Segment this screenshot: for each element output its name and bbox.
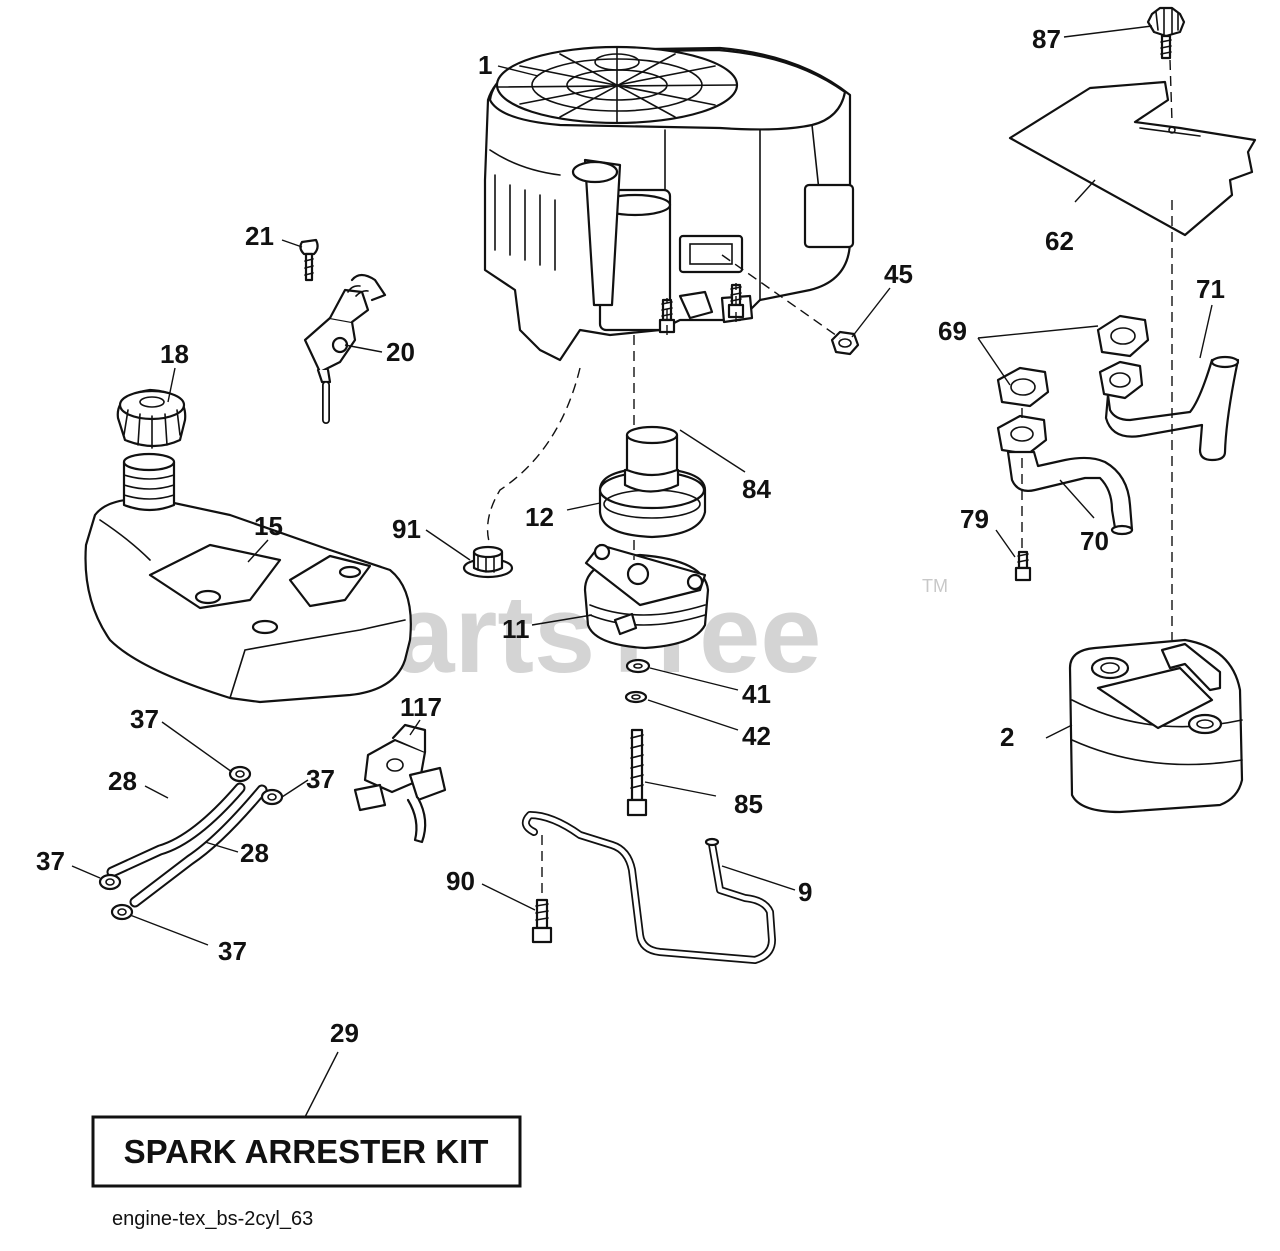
fuel-cap[interactable]	[116, 388, 187, 449]
throttle-bracket[interactable]	[303, 273, 387, 424]
exhaust-gasket-upper[interactable]	[1096, 314, 1150, 358]
spark-arrester-kit-box	[91, 1115, 522, 1188]
callout-71: 71	[1196, 274, 1225, 304]
muffler[interactable]	[1068, 638, 1244, 814]
watermark-trademark: TM	[922, 576, 948, 596]
callout-41: 41	[742, 679, 771, 709]
hose-clamp-c[interactable]	[98, 873, 122, 891]
fuel-line-upper[interactable]	[106, 782, 246, 878]
callout-87: 87	[1032, 24, 1061, 54]
callout-1: 1	[478, 50, 492, 80]
callout-84: 84	[742, 474, 771, 504]
callout-9: 9	[798, 877, 812, 907]
assembly-lines	[486, 59, 1173, 898]
engine-module-icon	[803, 183, 855, 249]
electric-clutch[interactable]	[583, 543, 710, 650]
callout-28-lower: 28	[240, 838, 269, 868]
heat-shield-screw[interactable]	[1146, 6, 1186, 60]
callout-37-a: 37	[130, 704, 159, 734]
callout-11: 11	[502, 614, 530, 644]
engine[interactable]	[483, 45, 855, 362]
clutch-bolt[interactable]	[626, 728, 648, 817]
hose-clamp-b[interactable]	[260, 788, 284, 806]
callout-69: 69	[938, 316, 967, 346]
washer-42[interactable]	[624, 690, 648, 704]
fuel-tank[interactable]	[84, 452, 412, 704]
washer-41[interactable]	[625, 658, 651, 674]
engine-bolt-84a[interactable]	[658, 298, 676, 334]
callout-29: 29	[330, 1018, 359, 1048]
bushing[interactable]	[462, 545, 514, 579]
exhaust-nut[interactable]	[830, 330, 860, 356]
callout-79: 79	[960, 504, 989, 534]
callout-18: 18	[160, 339, 189, 369]
rod-bolt[interactable]	[531, 898, 553, 944]
spark-arrester-kit-label: SPARK ARRESTER KIT	[124, 1133, 489, 1170]
callout-37-d: 37	[218, 936, 247, 966]
callout-37-b: 37	[306, 764, 335, 794]
callout-15: 15	[254, 511, 283, 541]
exhaust-pipe-left[interactable]	[996, 414, 1134, 536]
control-rod[interactable]	[521, 811, 776, 964]
engine-pulley[interactable]	[598, 425, 707, 539]
callout-42: 42	[742, 721, 771, 751]
leader-lines	[71, 25, 1213, 1118]
callout-12: 12	[525, 502, 554, 532]
callout-117: 117	[400, 692, 442, 722]
callout-2: 2	[1000, 722, 1014, 752]
engine-bolt-84b[interactable]	[727, 283, 745, 319]
callout-62: 62	[1045, 226, 1074, 256]
spark-arrester-kit[interactable]: SPARK ARRESTER KIT	[91, 1115, 522, 1188]
heat-shield[interactable]	[1008, 80, 1257, 237]
callout-85: 85	[734, 789, 763, 819]
callout-21: 21	[245, 221, 274, 251]
fuel-shutoff-valve[interactable]	[353, 723, 447, 844]
callout-91: 91	[392, 514, 421, 544]
callout-90: 90	[446, 866, 475, 896]
callout-45: 45	[884, 259, 913, 289]
hose-clamp-a[interactable]	[228, 765, 252, 783]
diagram-caption: engine-tex_bs-2cyl_63	[112, 1208, 313, 1230]
callout-70: 70	[1080, 526, 1109, 556]
hose-clamp-d[interactable]	[110, 903, 134, 921]
exhaust-pipe-right[interactable]	[1098, 355, 1240, 462]
callout-28-upper: 28	[108, 766, 137, 796]
fuel-line-lower[interactable]	[129, 784, 268, 908]
exhaust-gasket-lower[interactable]	[996, 366, 1050, 408]
callout-37-c: 37	[36, 846, 65, 876]
exhaust-bolt[interactable]	[1014, 550, 1032, 582]
callout-20: 20	[386, 337, 415, 367]
throttle-screw[interactable]	[299, 238, 319, 282]
callout-labels: 1 2 9 11 12 15 18 20 21 28 28 29 37 37 3…	[36, 24, 1225, 1048]
